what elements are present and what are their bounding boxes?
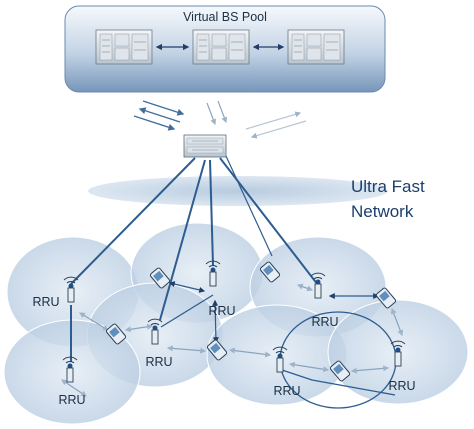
antenna-icon — [390, 340, 406, 367]
antenna-icon — [310, 272, 326, 299]
server-icon — [287, 29, 345, 65]
rru-label: RRU — [273, 384, 300, 398]
antenna-icon — [62, 356, 78, 383]
phone-icon — [259, 261, 281, 283]
pool-title: Virtual BS Pool — [183, 10, 267, 24]
fronthaul-arrows — [133, 100, 307, 139]
phone-icon — [206, 339, 228, 361]
server-icon — [192, 29, 250, 65]
network-label-line2: Network — [351, 202, 414, 221]
phone-icon — [329, 360, 351, 382]
network-label-line1: Ultra Fast — [351, 177, 425, 196]
antenna-icon — [63, 276, 79, 303]
rru-label: RRU — [388, 379, 415, 393]
phone-icon — [375, 287, 397, 309]
phone-icon — [149, 267, 171, 289]
antenna-icon — [205, 260, 221, 287]
rru-label: RRU — [208, 304, 235, 318]
network-cloud — [88, 176, 388, 206]
radio-links — [61, 281, 404, 397]
antenna-icon — [147, 318, 163, 345]
phone-icon — [105, 323, 127, 345]
rru-label: RRU — [58, 393, 85, 407]
rru-label: RRU — [32, 295, 59, 309]
virtual-bs-pool: Virtual BS Pool — [64, 5, 386, 93]
antenna-icon — [272, 346, 288, 373]
rru-label: RRU — [145, 355, 172, 369]
rru-label: RRU — [311, 315, 338, 329]
server-icon — [95, 29, 153, 65]
switch-icon — [183, 134, 227, 158]
fiber-links — [70, 155, 396, 396]
